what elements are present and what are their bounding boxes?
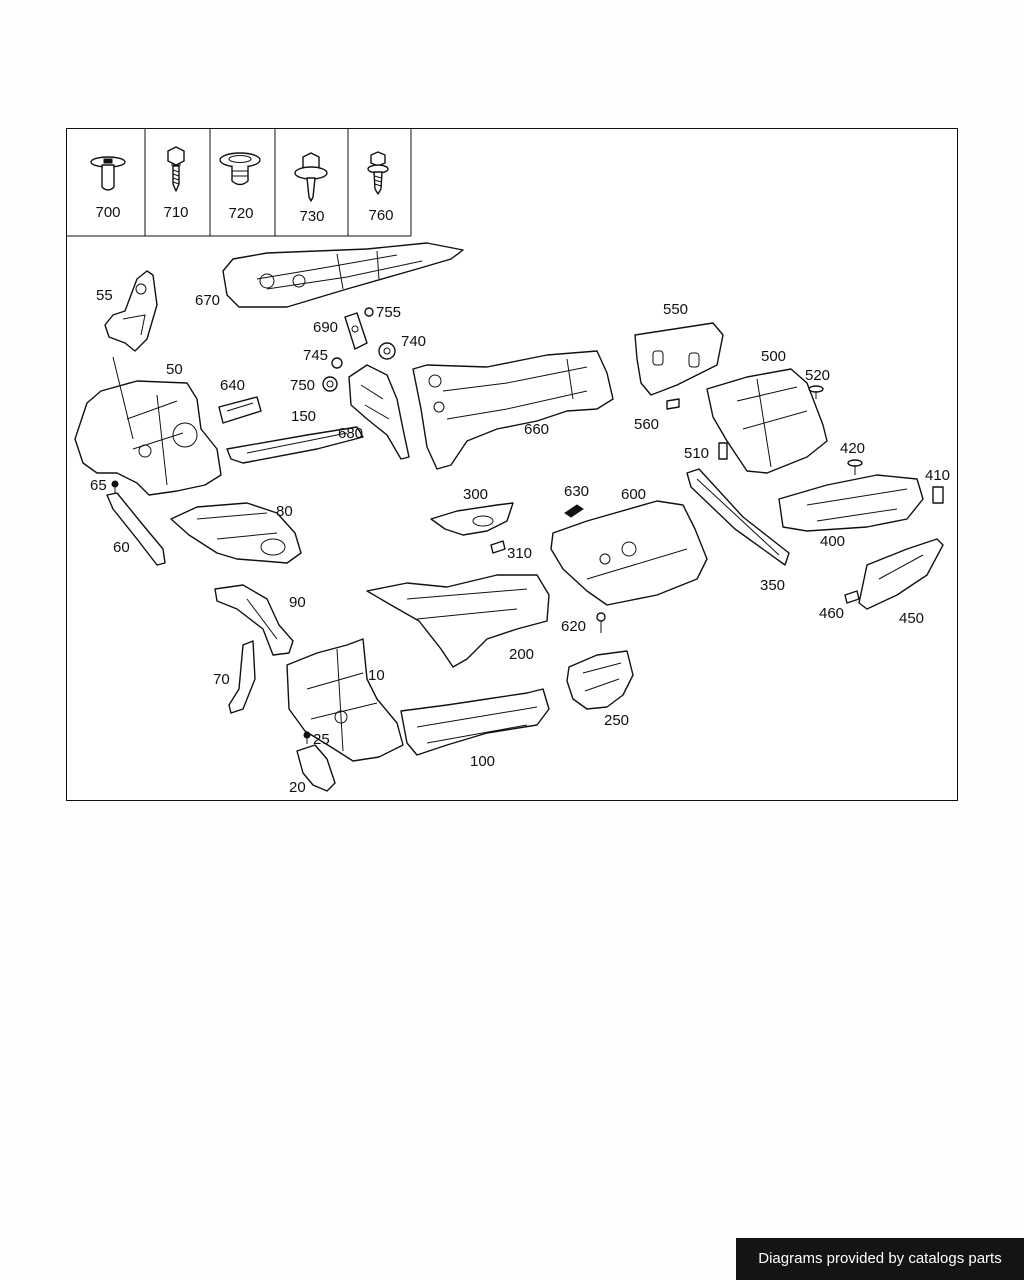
- callout-745: 745: [303, 347, 328, 364]
- callout-740: 740: [401, 333, 426, 350]
- callout-560: 560: [634, 416, 659, 433]
- part-25-shape: [303, 731, 311, 744]
- part-350-shape: [686, 468, 790, 566]
- callout-250: 250: [604, 712, 629, 729]
- callout-labels: 55 670 50 640 150 690 755 740 745 750 68…: [90, 287, 950, 796]
- callout-400: 400: [820, 533, 845, 550]
- callout-150: 150: [291, 408, 316, 425]
- part-510-shape: [718, 442, 728, 460]
- callout-510: 510: [684, 445, 709, 462]
- callout-755: 755: [376, 304, 401, 321]
- callout-300: 300: [463, 486, 488, 503]
- callout-80: 80: [276, 503, 293, 520]
- callout-500: 500: [761, 348, 786, 365]
- callout-70: 70: [213, 671, 230, 688]
- exploded-view: 700 710 720 730 760: [67, 129, 950, 796]
- fastener-710-label: 710: [163, 204, 188, 221]
- watermark-label: Diagrams provided by catalogs parts: [736, 1238, 1024, 1280]
- part-630-shape: [564, 504, 584, 518]
- part-60-shape: [106, 492, 166, 566]
- callout-410: 410: [925, 467, 950, 484]
- callout-200: 200: [509, 646, 534, 663]
- part-620-shape: [596, 612, 606, 633]
- callout-10: 10: [368, 667, 385, 684]
- callout-680: 680: [338, 425, 363, 442]
- part-250-shape: [566, 650, 634, 710]
- part-55-shape: [104, 270, 158, 352]
- hex-screw-icon: [167, 146, 185, 192]
- callout-600: 600: [621, 486, 646, 503]
- part-200-shape: [366, 574, 550, 668]
- part-460-shape: [844, 590, 860, 604]
- fastener-720-label: 720: [228, 205, 253, 222]
- part-300-shape: [430, 502, 514, 536]
- part-745-shape: [331, 357, 343, 369]
- fastener-730-label: 730: [299, 208, 324, 225]
- fastener-700-label: 700: [95, 204, 120, 221]
- part-740-shape: [378, 342, 396, 360]
- callout-450: 450: [899, 610, 924, 627]
- callout-60: 60: [113, 539, 130, 556]
- part-690-shape: [344, 312, 368, 350]
- callout-90: 90: [289, 594, 306, 611]
- part-680-shape: [348, 364, 410, 460]
- callout-20: 20: [289, 779, 306, 796]
- part-50-shape: [74, 356, 222, 496]
- part-420-shape: [847, 459, 863, 475]
- part-600-shape: [550, 500, 708, 606]
- callout-460: 460: [819, 605, 844, 622]
- callout-55: 55: [96, 287, 113, 304]
- fastener-table: 700 710 720 730 760: [67, 129, 412, 237]
- part-100-shape: [400, 688, 550, 756]
- callout-310: 310: [507, 545, 532, 562]
- part-90-shape: [214, 584, 294, 656]
- part-670-shape: [222, 242, 464, 308]
- callout-65: 65: [90, 477, 107, 494]
- part-400-shape: [778, 474, 924, 532]
- callout-550: 550: [663, 301, 688, 318]
- parts-diagram: 700 710 720 730 760: [66, 128, 958, 801]
- part-640-shape: [218, 396, 262, 424]
- callout-350: 350: [760, 577, 785, 594]
- callout-690: 690: [313, 319, 338, 336]
- part-450-shape: [858, 538, 944, 610]
- part-150-shape: [226, 426, 364, 464]
- hex-collar-bolt-icon: [294, 152, 328, 202]
- part-65-shape: [111, 480, 119, 493]
- part-750-shape: [322, 376, 338, 392]
- callout-640: 640: [220, 377, 245, 394]
- callout-100: 100: [470, 753, 495, 770]
- callout-25: 25: [313, 731, 330, 748]
- part-560-shape: [666, 398, 680, 410]
- part-310-shape: [490, 540, 506, 554]
- part-500-shape: [706, 368, 828, 474]
- callout-50: 50: [166, 361, 183, 378]
- callout-660: 660: [524, 421, 549, 438]
- callout-620: 620: [561, 618, 586, 635]
- callout-420: 420: [840, 440, 865, 457]
- part-10-shape: [286, 638, 404, 762]
- part-520-shape: [808, 385, 824, 399]
- part-410-shape: [932, 486, 944, 504]
- part-660-shape: [412, 350, 614, 470]
- expansion-nut-icon: [219, 152, 261, 186]
- part-80-shape: [170, 502, 302, 564]
- part-20-shape: [296, 744, 336, 792]
- stud-bolt-icon: [90, 156, 126, 191]
- part-550-shape: [634, 322, 724, 396]
- callout-750: 750: [290, 377, 315, 394]
- callout-670: 670: [195, 292, 220, 309]
- fastener-760-label: 760: [368, 207, 393, 224]
- flange-screw-icon: [367, 151, 389, 195]
- callout-520: 520: [805, 367, 830, 384]
- part-755-shape: [364, 307, 374, 317]
- heat-shield-parts: [74, 242, 944, 792]
- part-70-shape: [228, 640, 256, 714]
- callout-630: 630: [564, 483, 589, 500]
